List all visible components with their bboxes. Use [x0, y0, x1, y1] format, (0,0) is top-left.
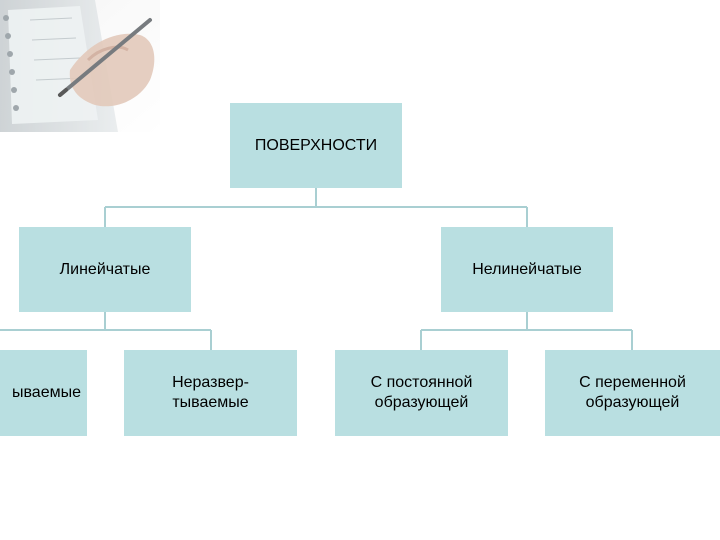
linear-label: Линейчатые [59, 260, 151, 278]
nondevelopable-label: Неразвер- тываемые [172, 374, 249, 411]
root-node: ПОВЕРХНОСТИ [230, 103, 402, 188]
hand-with-pen-photo [0, 0, 160, 132]
node-constant-generatrix: С постоянной образующей [335, 350, 508, 436]
nonlinear-label: Нелинейчатые [472, 260, 582, 278]
node-developable: ываемые [0, 350, 87, 436]
root-label: ПОВЕРХНОСТИ [254, 136, 378, 154]
node-linear: Линейчатые [19, 227, 191, 312]
node-nonlinear: Нелинейчатые [441, 227, 613, 312]
node-nondevelopable: Неразвер- тываемые [124, 350, 297, 436]
developable-label: ываемые [11, 384, 81, 401]
node-variable-generatrix: С переменной образующей [545, 350, 720, 436]
variable-generatrix-label: С переменной образующей [579, 374, 686, 411]
constant-generatrix-label: С постоянной образующей [370, 374, 473, 411]
